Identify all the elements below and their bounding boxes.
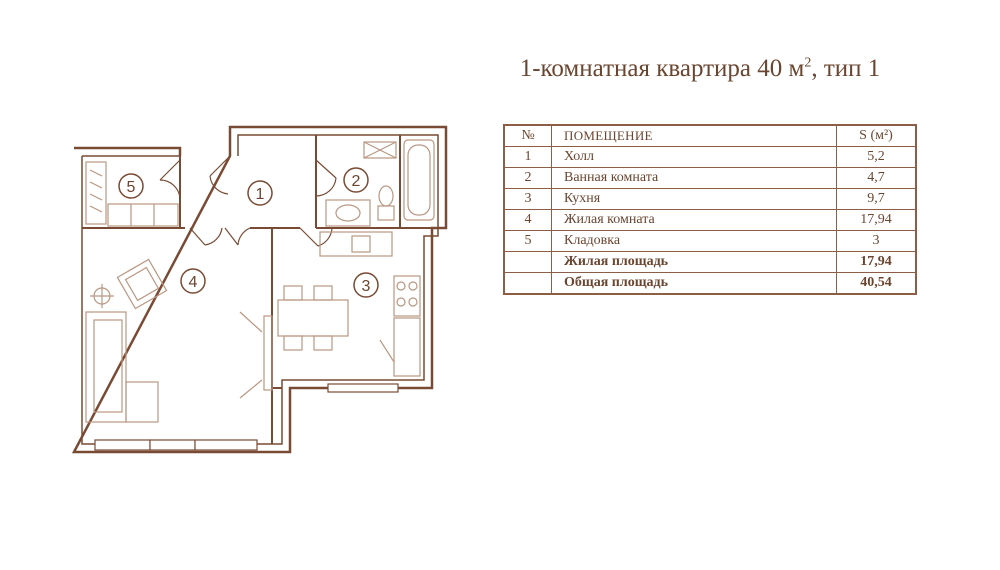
row-name: Жилая комната (551, 209, 837, 231)
row-area: 3 (836, 230, 917, 252)
total-area: 17,94 (836, 251, 917, 273)
title-text: 1-комнатная квартира 40 м (519, 55, 805, 82)
room-label-4: 4 (189, 274, 198, 291)
total-row-living: Жилая площадь 17,94 (503, 251, 917, 273)
table-row: 2 Ванная комната 4,7 (503, 167, 917, 189)
windows (94, 383, 399, 451)
storage-shelves (85, 161, 179, 227)
floor-plan: 1 2 3 4 5 (71, 125, 448, 454)
table-row: 5 Кладовка 3 (503, 230, 917, 252)
room-label-2: 2 (352, 173, 361, 190)
room-marker-5: 5 (118, 173, 144, 199)
total-num-empty (503, 251, 552, 273)
room-label-5: 5 (127, 179, 136, 196)
room-label-3: 3 (362, 278, 371, 295)
doors (159, 155, 337, 247)
row-name: Кладовка (551, 230, 837, 252)
title-superscript: 2 (804, 55, 812, 71)
rooms-table: № ПОМЕЩЕНИЕ S (м²) 1 Холл 5,2 2 Ванная к… (503, 124, 917, 295)
total-name: Общая площадь (551, 272, 837, 295)
row-name: Кухня (551, 188, 837, 210)
row-area: 5,2 (836, 146, 917, 168)
table-row: 1 Холл 5,2 (503, 146, 917, 168)
header-name: ПОМЕЩЕНИЕ (551, 124, 837, 147)
table-header-row: № ПОМЕЩЕНИЕ S (м²) (503, 124, 917, 147)
page-title: 1-комнатная квартира 40 м2, тип 1 (480, 55, 920, 83)
total-area: 40,54 (836, 272, 917, 295)
room-marker-1: 1 (247, 180, 273, 206)
room-label-1: 1 (256, 186, 265, 203)
row-name: Холл (551, 146, 837, 168)
living-furniture (85, 258, 273, 423)
room-marker-2: 2 (343, 167, 369, 193)
row-num: 5 (503, 230, 552, 252)
row-num: 2 (503, 167, 552, 189)
row-num: 3 (503, 188, 552, 210)
room-markers: 1 2 3 4 5 (118, 167, 379, 298)
total-row-overall: Общая площадь 40,54 (503, 272, 917, 295)
table-row: 4 Жилая комната 17,94 (503, 209, 917, 231)
table-row: 3 Кухня 9,7 (503, 188, 917, 210)
row-area: 9,7 (836, 188, 917, 210)
header-area: S (м²) (836, 124, 917, 147)
total-name: Жилая площадь (551, 251, 837, 273)
total-num-empty (503, 272, 552, 295)
title-suffix: , тип 1 (811, 55, 881, 82)
row-name: Ванная комната (551, 167, 837, 189)
row-num: 1 (503, 146, 552, 168)
header-num: № (503, 124, 552, 147)
kitchen-fixtures (277, 231, 421, 377)
row-num: 4 (503, 209, 552, 231)
row-area: 4,7 (836, 167, 917, 189)
bath-fixtures (325, 139, 435, 227)
row-area: 17,94 (836, 209, 917, 231)
room-marker-4: 4 (180, 268, 206, 294)
room-marker-3: 3 (353, 272, 379, 298)
interior-walls (82, 135, 432, 444)
